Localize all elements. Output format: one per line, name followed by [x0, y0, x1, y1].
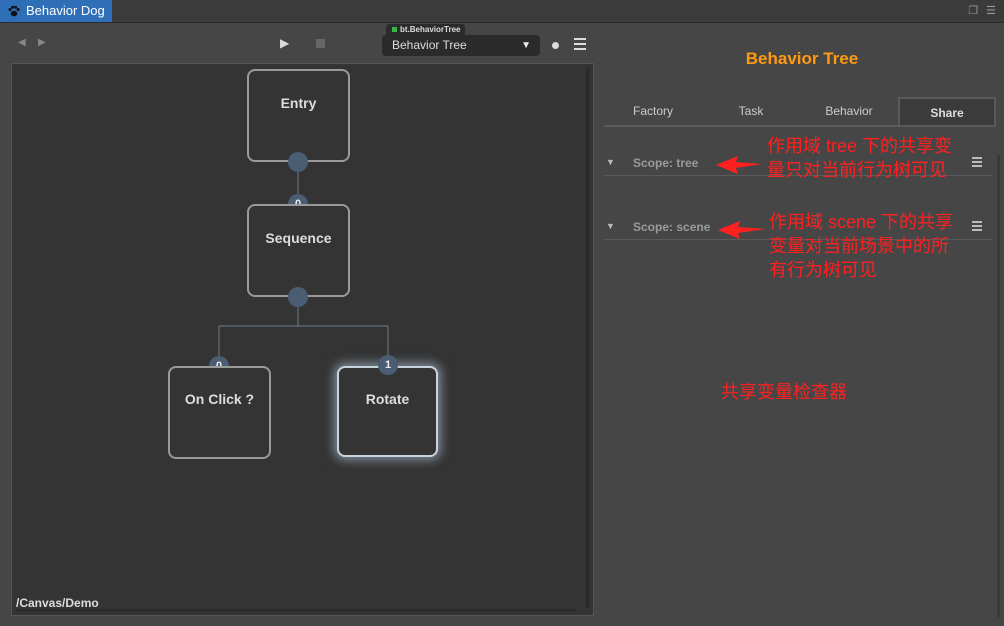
canvas-horizontal-scrollbar[interactable]: [16, 609, 576, 611]
tab-behavior[interactable]: Behavior: [825, 104, 873, 118]
node-on-click-label: On Click ?: [184, 391, 255, 407]
sequence-output-port[interactable]: [288, 287, 308, 307]
app-tab-behavior-dog[interactable]: Behavior Dog: [0, 0, 112, 22]
scope-scene-label: Scope: scene: [633, 220, 711, 234]
stop-icon[interactable]: [316, 39, 325, 48]
node-rotate-label: Rotate: [365, 391, 410, 407]
menu-icon[interactable]: [574, 38, 586, 53]
annotation-inspector: 共享变量检查器: [721, 382, 847, 402]
scope-tree-label: Scope: tree: [633, 156, 699, 170]
collapse-triangle-icon[interactable]: ▼: [606, 221, 615, 231]
tree-select-dropdown[interactable]: Behavior Tree ▼: [382, 35, 540, 56]
close-window-icon[interactable]: ☰: [986, 5, 996, 17]
node-sequence[interactable]: Sequence: [247, 204, 350, 297]
canvas-vertical-scrollbar[interactable]: [586, 68, 589, 608]
node-rotate[interactable]: Rotate: [337, 366, 438, 457]
node-entry-label: Entry: [280, 95, 317, 111]
annotation-line: 作用域 tree 下的共享变: [767, 136, 953, 156]
next-arrow-icon[interactable]: ▶: [38, 37, 46, 48]
inspector-tabs: Factory Task Behavior Share: [604, 97, 996, 127]
record-dot-icon[interactable]: [552, 42, 559, 49]
app-tab-label: Behavior Dog: [26, 3, 105, 18]
scope-tree-menu-icon[interactable]: [972, 157, 982, 169]
rotate-index-badge: 1: [378, 355, 398, 375]
annotation-scene-scope: 作用域 scene 下的共享 变量对当前场景中的所 有行为树可见: [769, 210, 953, 282]
play-icon[interactable]: ▶: [280, 36, 290, 50]
entry-output-port[interactable]: [288, 152, 308, 172]
node-on-click[interactable]: On Click ?: [168, 366, 271, 459]
tree-tag-label: bt.BehaviorTree: [400, 25, 461, 34]
annotation-tree-scope: 作用域 tree 下的共享变 量只对当前行为树可见: [767, 134, 952, 182]
prev-arrow-icon[interactable]: ◀: [18, 37, 26, 48]
annotation-line: 作用域 scene 下的共享: [769, 212, 954, 232]
tree-component-tag: bt.BehaviorTree: [386, 24, 466, 35]
behavior-tree-selector: bt.BehaviorTree Behavior Tree ▼: [382, 24, 540, 56]
window-controls: ❐ ☰: [968, 4, 996, 18]
canvas-path: /Canvas/Demo: [16, 596, 99, 610]
annotation-line: 有行为树可见: [769, 260, 877, 280]
paw-icon: [8, 5, 20, 17]
editor-toolbar: ◀ ▶ ▶ bt.BehaviorTree Behavior Tree ▼: [0, 23, 596, 63]
tab-factory[interactable]: Factory: [632, 104, 673, 118]
tab-share[interactable]: Share: [898, 97, 996, 125]
annotation-line: 量只对当前行为树可见: [767, 160, 947, 180]
inspector-scrollbar[interactable]: [997, 155, 1000, 617]
tree-select-value: Behavior Tree: [392, 38, 467, 52]
tree-canvas[interactable]: Entry 0 Sequence 0 On Click ? Rotate 1 /…: [11, 63, 594, 616]
inspector-title: Behavior Tree: [745, 49, 859, 68]
dropdown-caret-icon: ▼: [521, 40, 531, 51]
restore-window-icon[interactable]: ❐: [968, 5, 979, 17]
title-bar: Behavior Dog ❐ ☰: [0, 0, 1004, 23]
tab-task[interactable]: Task: [738, 104, 764, 118]
node-sequence-label: Sequence: [265, 230, 332, 246]
scope-scene-header[interactable]: ▼ Scope: scene: [604, 217, 992, 240]
scope-scene-menu-icon[interactable]: [972, 221, 982, 233]
annotation-line: 变量对当前场景中的所: [769, 236, 949, 256]
scope-tree-header[interactable]: ▼ Scope: tree: [604, 153, 992, 176]
collapse-triangle-icon[interactable]: ▼: [606, 157, 615, 167]
